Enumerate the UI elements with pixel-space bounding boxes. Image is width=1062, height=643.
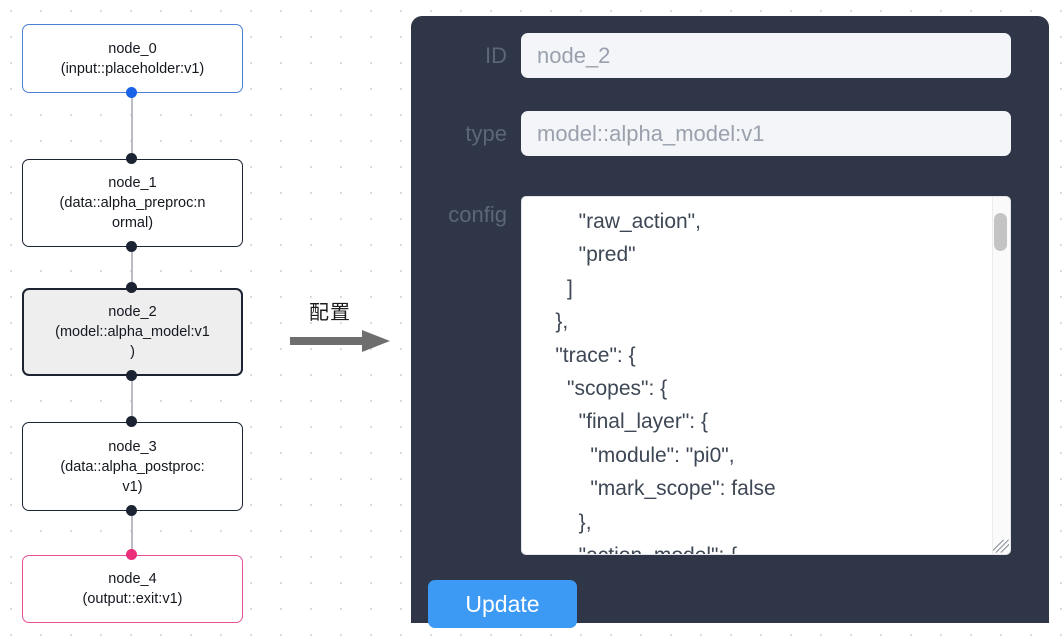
edge-node1-node2 <box>131 247 133 308</box>
id-field-row: ID <box>411 33 1011 78</box>
right-arrow-icon <box>290 330 390 352</box>
node-title: node_2 <box>108 304 157 320</box>
type-input[interactable] <box>521 111 1011 156</box>
edge-node3-node4 <box>131 511 133 555</box>
config-annotation: 配置 <box>290 296 400 366</box>
graph-node-node_1[interactable]: node_1 (data::alpha_preproc:n ormal) <box>22 159 243 247</box>
node-subtitle: (input::placeholder:v1) <box>60 60 205 77</box>
node-subtitle: (output::exit:v1) <box>82 591 183 607</box>
node-subtitle: (data::alpha_preproc:n ormal) <box>59 195 206 231</box>
node-title: node_1 <box>108 175 157 191</box>
id-input[interactable] <box>521 33 1011 78</box>
node-title: node_4 <box>108 571 157 587</box>
config-textarea-wrapper: "raw_action", "pred" ] }, "trace": { "sc… <box>521 196 1011 555</box>
textarea-resize-handle[interactable] <box>993 537 1009 553</box>
node_2-output-port[interactable] <box>126 370 137 381</box>
node_2-input-port[interactable] <box>126 282 137 293</box>
edge-node0-node1 <box>131 93 133 159</box>
graph-node-node_3[interactable]: node_3 (data::alpha_postproc: v1) <box>22 422 243 511</box>
update-button[interactable]: Update <box>428 580 577 628</box>
node-subtitle: (model::alpha_model:v1 ) <box>55 324 210 360</box>
config-scrollbar-track[interactable] <box>992 197 1010 554</box>
config-caption: 配置 <box>309 300 351 324</box>
config-scrollbar-thumb[interactable] <box>994 213 1007 251</box>
node_1-output-port[interactable] <box>126 241 137 252</box>
graph-node-node_4[interactable]: node_4 (output::exit:v1) <box>22 555 243 623</box>
graph-node-node_0[interactable]: node_0 (input::placeholder:v1) <box>22 24 243 93</box>
node_3-output-port[interactable] <box>126 505 137 516</box>
node_3-input-port[interactable] <box>126 416 137 427</box>
node_1-input-port[interactable] <box>126 153 137 164</box>
node_0-output-port[interactable] <box>126 87 137 98</box>
type-field-label: type <box>465 120 507 146</box>
flow-graph[interactable]: node_0 (input::placeholder:v1) node_1 (d… <box>0 0 400 643</box>
node-title: node_3 <box>108 438 157 455</box>
graph-node-node_2[interactable]: node_2 (model::alpha_model:v1 ) <box>22 288 243 376</box>
type-field-row: type <box>411 111 1011 156</box>
node-title: node_0 <box>108 40 157 57</box>
config-field-row: config "raw_action", "pred" ] }, "trace"… <box>411 196 1011 555</box>
id-field-label: ID <box>485 42 507 68</box>
node-config-panel: ID type config "raw_action", "pred" ] },… <box>411 16 1049 628</box>
config-textarea[interactable]: "raw_action", "pred" ] }, "trace": { "sc… <box>521 196 1011 555</box>
edge-node2-node3 <box>131 376 133 422</box>
node_4-input-port[interactable] <box>126 549 137 560</box>
config-field-label: config <box>448 202 507 227</box>
node-subtitle: (data::alpha_postproc: v1) <box>60 458 205 495</box>
